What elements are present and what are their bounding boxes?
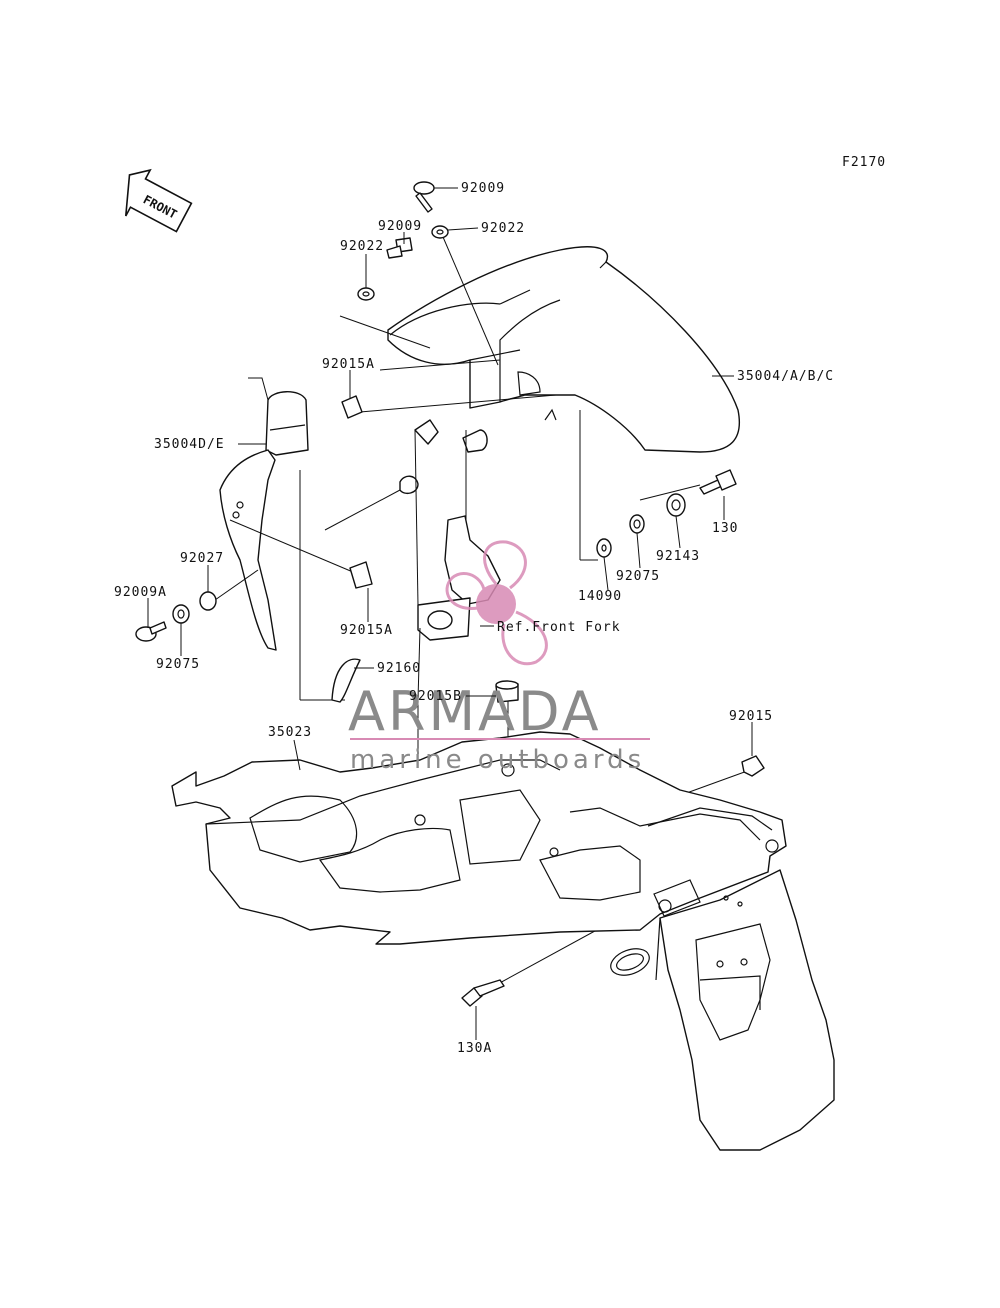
- bolt-130[interactable]: [699, 469, 737, 495]
- front-fender-extension[interactable]: [219, 391, 309, 651]
- washer-92075-left[interactable]: [172, 604, 190, 624]
- label-35004de: 35004D/E: [154, 437, 225, 452]
- propeller-logo: [445, 540, 548, 666]
- grommet-92015b[interactable]: [495, 680, 519, 703]
- front-direction-arrow: FRONT: [124, 168, 193, 233]
- rear-flap[interactable]: [607, 869, 835, 1151]
- label-92027: 92027: [180, 551, 224, 566]
- washer-92022-left[interactable]: [357, 287, 375, 301]
- clip-nut-92015a-low[interactable]: [349, 561, 373, 589]
- bolt-92009-top[interactable]: [413, 181, 435, 213]
- label-92143: 92143: [656, 549, 700, 564]
- callout-leaders: [147, 187, 753, 1040]
- figure-code: F2170: [842, 155, 886, 170]
- bolt-130a[interactable]: [461, 979, 505, 1007]
- label-92009-mid: 92009: [378, 219, 422, 234]
- label-92015: 92015: [729, 709, 773, 724]
- collar-92027[interactable]: [199, 591, 217, 611]
- nut-92015[interactable]: [741, 755, 765, 777]
- front-fender[interactable]: [387, 246, 740, 453]
- label-130: 130: [712, 521, 738, 536]
- washer-92075-right[interactable]: [629, 514, 645, 534]
- label-35004abc: 35004/A/B/C: [737, 369, 834, 384]
- bolt-92009a[interactable]: [135, 621, 167, 642]
- label-92160: 92160: [377, 661, 421, 676]
- label-35023: 35023: [268, 725, 312, 740]
- collar-92143[interactable]: [666, 493, 686, 517]
- clip-nut-92015a-top[interactable]: [341, 395, 363, 419]
- front-fork-reference: [399, 419, 501, 641]
- label-92022-left: 92022: [340, 239, 384, 254]
- callout-labels: 92009 92022 92009 92022 92015A 35004/A/B…: [114, 181, 834, 1056]
- label-92009a: 92009A: [114, 585, 167, 600]
- label-92022-right: 92022: [481, 221, 525, 236]
- label-92075-right: 92075: [616, 569, 660, 584]
- label-92075-left: 92075: [156, 657, 200, 672]
- ref-front-fork-note: Ref.Front Fork: [497, 620, 621, 635]
- bolt-92009-mid[interactable]: [386, 237, 413, 259]
- watermark: ARMADA marine outboards: [348, 540, 650, 775]
- watermark-tagline: marine outboards: [350, 745, 645, 775]
- label-92015a-low: 92015A: [340, 623, 393, 638]
- label-14090: 14090: [578, 589, 622, 604]
- label-130a: 130A: [457, 1041, 492, 1056]
- rear-fender-undertray[interactable]: [171, 731, 787, 945]
- label-92009-top: 92009: [461, 181, 505, 196]
- label-92015a-top: 92015A: [322, 357, 375, 372]
- watermark-brand: ARMADA: [348, 680, 602, 743]
- pad-92160[interactable]: [331, 658, 361, 703]
- washer-92022-right[interactable]: [431, 225, 449, 239]
- hardware: [135, 181, 765, 1007]
- plate-14090[interactable]: [596, 538, 612, 558]
- label-92015b: 92015B: [409, 689, 462, 704]
